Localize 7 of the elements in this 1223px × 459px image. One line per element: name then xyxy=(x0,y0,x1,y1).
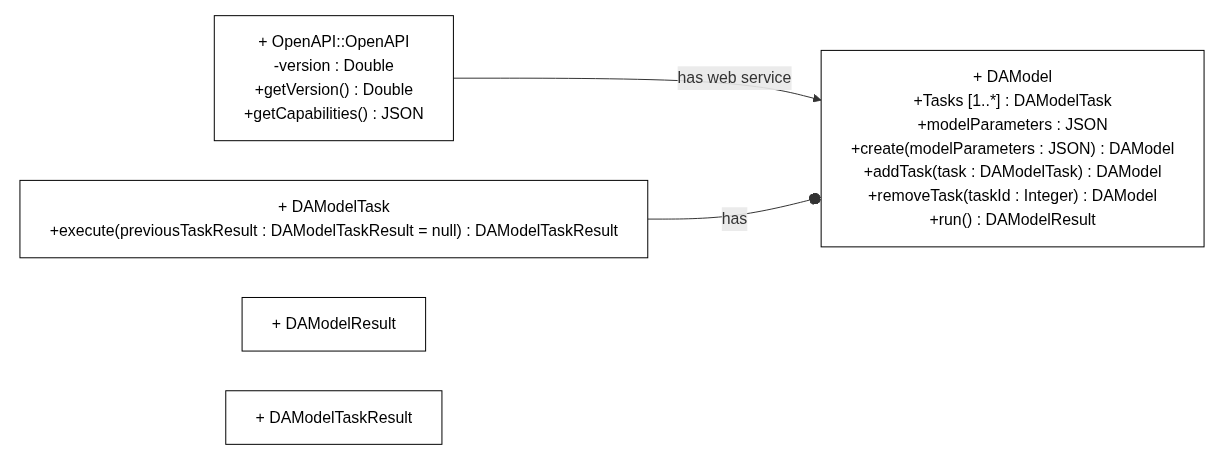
edge-label: has xyxy=(721,209,747,227)
node-box: + OpenAPI::OpenAPI -version : Double +getVersion() : Double +getCapabilities() : JSON xyxy=(213,14,454,141)
node-box: + DAModelResult xyxy=(241,296,426,352)
node-box: + DAModelTask +execute(previousTaskResult : DAModelTaskResult = null) : DAModelTaskResult xyxy=(18,179,648,258)
node-box: + DAModelTaskResult xyxy=(224,389,442,445)
node-box: + DAModel +Tasks [1..*] : DAModelTask +modelParameters : JSON +create(modelParameters : JSON) : DAModel +addTask(task : DAModelTask) : DAModel +removeTask(taskId : Integer) : DAModel +run() : DAModelResult xyxy=(820,49,1205,247)
edge-label: has web service xyxy=(677,68,791,86)
